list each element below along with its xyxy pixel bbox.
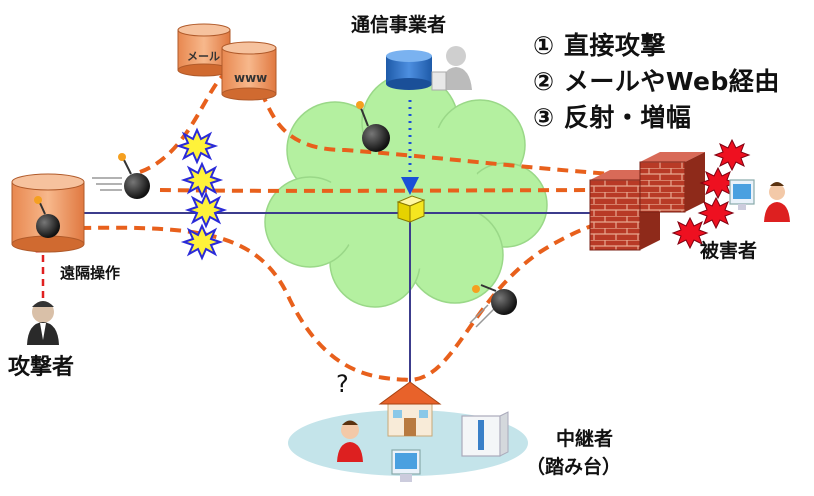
relay-label: 中継者 bbox=[556, 428, 614, 450]
legend-item-2: ② メールやWeb経由 bbox=[533, 67, 780, 96]
attack-paths bbox=[79, 67, 641, 383]
router-box bbox=[396, 195, 426, 223]
impact-bursts bbox=[671, 138, 751, 250]
bomb-left bbox=[92, 153, 150, 199]
bomb-cloud bbox=[356, 101, 390, 152]
house-icon bbox=[378, 381, 442, 437]
relay-sublabel: （踏み台） bbox=[526, 456, 622, 478]
attacker-label: 攻撃者 bbox=[8, 355, 75, 380]
relay-person-icon bbox=[337, 420, 363, 462]
www-server-label: www bbox=[234, 71, 267, 85]
victim-computer bbox=[729, 179, 755, 210]
bomb-lower-right bbox=[469, 284, 517, 328]
attacker-person-icon bbox=[27, 301, 59, 345]
relay-server-icon bbox=[461, 411, 509, 457]
carrier-label: 通信事業者 bbox=[351, 14, 447, 36]
legend-item-3: ③ 反射・増幅 bbox=[533, 103, 692, 132]
mail-server-label: メール bbox=[187, 50, 220, 63]
network-lines bbox=[84, 212, 600, 382]
attacker-server bbox=[11, 173, 85, 253]
internet-cloud bbox=[264, 73, 548, 308]
firewall bbox=[589, 152, 705, 251]
carrier-database-icon bbox=[386, 50, 432, 90]
carrier-person-icon bbox=[431, 46, 472, 91]
victim-label: 被害者 bbox=[700, 240, 758, 262]
question-mark: ? bbox=[336, 370, 349, 398]
remote-operation-label: 遠隔操作 bbox=[60, 264, 121, 282]
mail-server: メール bbox=[177, 23, 231, 77]
www-server: www bbox=[221, 41, 277, 101]
relay-computer-icon bbox=[391, 449, 421, 482]
victim-person-icon bbox=[764, 182, 790, 222]
legend-item-1: ① 直接攻撃 bbox=[533, 31, 666, 60]
explosion-bursts bbox=[175, 127, 228, 261]
